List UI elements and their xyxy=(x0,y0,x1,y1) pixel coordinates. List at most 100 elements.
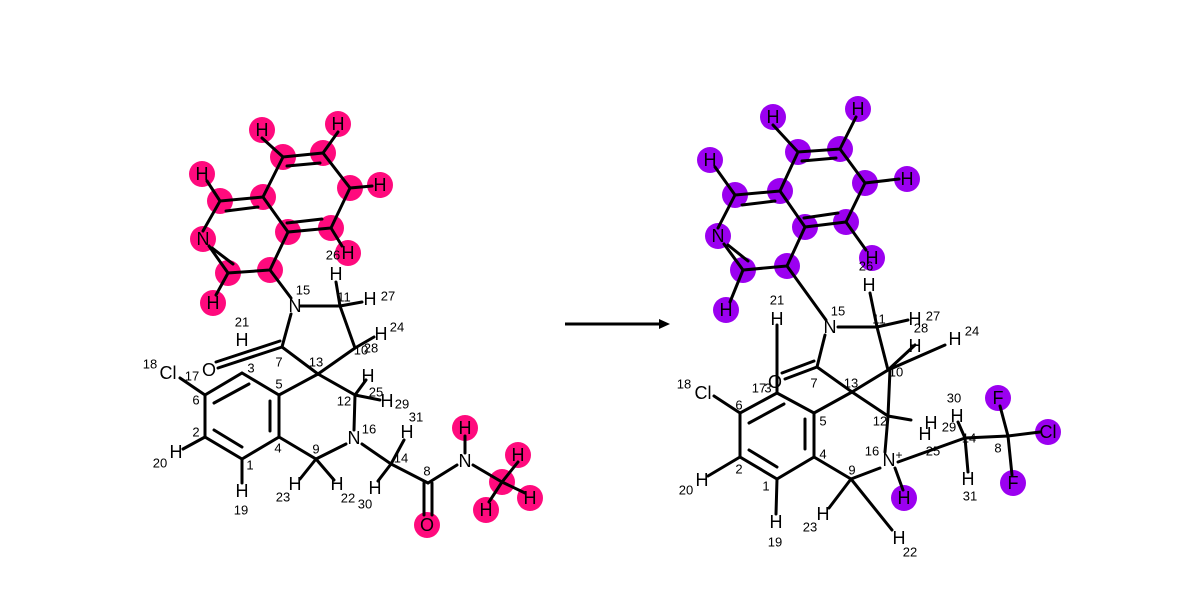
atom-index: 15 xyxy=(296,283,310,298)
atom-index: 11 xyxy=(872,312,886,327)
atom-highlight xyxy=(325,111,351,137)
atom-index: 11 xyxy=(337,290,351,305)
atom-index: 30 xyxy=(947,391,961,406)
atom-highlight xyxy=(894,166,920,192)
atom-label: N xyxy=(459,451,472,471)
atom-label: N xyxy=(289,296,302,316)
atom-index: 14 xyxy=(394,451,408,466)
atom-label: H xyxy=(459,418,472,438)
atom-label: H xyxy=(696,470,709,490)
atom-label: H xyxy=(898,488,911,508)
atom-index: 8 xyxy=(423,464,430,479)
atom-index: 20 xyxy=(153,456,167,471)
atom-highlight xyxy=(1035,419,1061,445)
atom-index: 31 xyxy=(963,489,977,504)
atom-label: N xyxy=(197,229,210,249)
atom-index: 12 xyxy=(337,394,351,409)
atom-highlight xyxy=(189,161,215,187)
atom-label: H xyxy=(925,413,938,433)
atom-label: H xyxy=(909,336,922,356)
atom-index: 15 xyxy=(831,304,845,319)
atom-label: H xyxy=(362,366,375,386)
atom-index: 16 xyxy=(865,444,879,459)
atom-index: 2 xyxy=(735,462,742,477)
atom-index: 25 xyxy=(926,444,940,459)
atom-label: H xyxy=(342,243,355,263)
atom-index: 13 xyxy=(309,355,323,370)
atom-index: 31 xyxy=(409,410,423,425)
atom-label: Cl xyxy=(1040,422,1057,442)
atom-label: O xyxy=(202,360,216,380)
atom-label: H xyxy=(767,107,780,127)
atom-highlight xyxy=(705,223,731,249)
atom-index: 10 xyxy=(889,365,903,380)
atom-index: 14 xyxy=(962,431,976,446)
atom-index: 28 xyxy=(364,341,378,356)
atom-label: H xyxy=(332,114,345,134)
atom-label: F xyxy=(1008,473,1019,493)
atom-index: 27 xyxy=(381,289,395,304)
atom-label: H xyxy=(207,293,220,313)
atom-index: 23 xyxy=(803,520,817,535)
atom-highlight xyxy=(452,415,478,441)
atom-index: 12 xyxy=(873,414,887,429)
atom-label: H xyxy=(196,164,209,184)
atom-highlight xyxy=(249,117,275,143)
atom-label: O xyxy=(420,515,434,535)
atom-index: 4 xyxy=(819,447,826,462)
atom-index: 6 xyxy=(735,398,742,413)
atom-label: N xyxy=(712,226,725,246)
atom-index: 30 xyxy=(358,497,372,512)
atom-label: F xyxy=(993,388,1004,408)
charge-label: + xyxy=(895,448,902,462)
atom-index: 24 xyxy=(965,324,979,339)
atom-label: H xyxy=(893,528,906,548)
atom-index: 19 xyxy=(234,503,248,518)
atom-index: 19 xyxy=(768,535,782,550)
atom-index: 29 xyxy=(395,397,409,412)
atom-index: 9 xyxy=(848,463,855,478)
atom-label: H xyxy=(866,248,879,268)
reactant-bonds xyxy=(178,130,527,517)
atom-label: H xyxy=(770,512,783,532)
atom-index: 9 xyxy=(312,442,319,457)
atom-label: H xyxy=(949,329,962,349)
atom-label: H xyxy=(401,422,414,442)
atom-label: H xyxy=(364,289,377,309)
atom-label: H xyxy=(374,175,387,195)
atom-index: 10 xyxy=(354,343,368,358)
atom-label: H xyxy=(480,500,493,520)
atom-label: H xyxy=(909,309,922,329)
reaction-arrow xyxy=(565,319,670,329)
atom-label: H xyxy=(375,324,388,344)
atom-index: 22 xyxy=(903,545,917,560)
product-charges: + xyxy=(895,448,902,462)
atom-index: 24 xyxy=(390,320,404,335)
atom-label: H xyxy=(256,120,269,140)
atom-label: H xyxy=(771,309,784,329)
atom-label: O xyxy=(768,372,782,392)
atom-label: H xyxy=(720,300,733,320)
atom-highlight xyxy=(200,290,226,316)
atom-index: 17 xyxy=(752,381,766,396)
atom-label: H xyxy=(951,406,964,426)
atom-label: H xyxy=(962,469,975,489)
atom-index: 27 xyxy=(926,309,940,324)
atom-label: H xyxy=(512,445,525,465)
atom-index: 3 xyxy=(764,381,771,396)
atom-label: H xyxy=(524,488,537,508)
atom-index: 3 xyxy=(247,361,254,376)
atom-index: 18 xyxy=(677,377,691,392)
atom-index: 5 xyxy=(275,377,282,392)
atom-index: 26 xyxy=(326,248,340,263)
atom-highlight xyxy=(859,245,885,271)
atom-highlight xyxy=(760,104,786,130)
atom-index: 21 xyxy=(235,315,249,330)
atom-highlight xyxy=(697,147,723,173)
atom-label: H xyxy=(919,424,932,444)
atom-highlight xyxy=(367,172,393,198)
